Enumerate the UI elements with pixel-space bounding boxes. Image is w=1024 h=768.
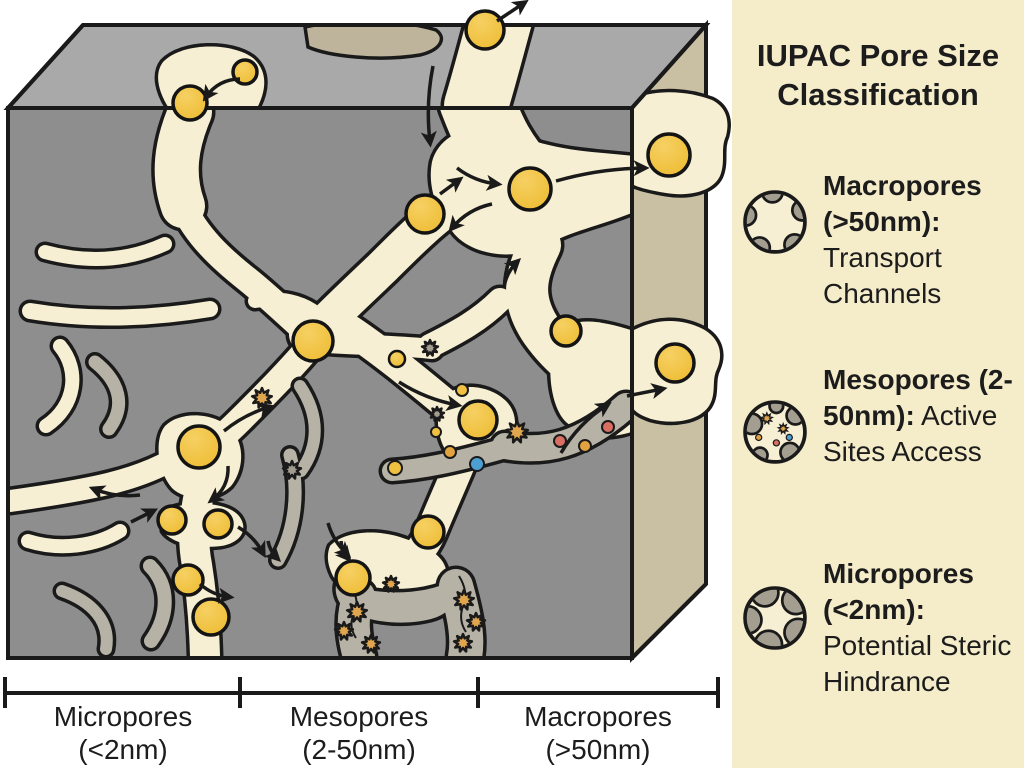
legend-entry-macropores: Macropores (>50nm): Transport Channels <box>732 168 1024 312</box>
legend-entry-micropores: Micropores (<2nm): Potential Steric Hind… <box>732 556 1024 700</box>
reactant-stars <box>250 338 530 654</box>
species-dot <box>443 445 457 459</box>
reactant-star <box>360 633 382 654</box>
diffusion-arrow <box>398 380 463 411</box>
diffusion-arrow <box>335 540 352 563</box>
legend-entry-name: Macropores <box>823 170 982 201</box>
diffusion-arrow <box>420 65 437 148</box>
legend-entry-range: (>50nm): <box>823 206 941 237</box>
diffusion-arrow <box>202 77 241 102</box>
diffusion-arrow <box>448 202 493 233</box>
axis-label-micropores: Micropores (<2nm) <box>3 700 243 766</box>
guest-molecule <box>176 424 222 470</box>
guest-molecules <box>156 9 696 637</box>
species-dot <box>578 439 592 453</box>
diffusion-arrow <box>130 508 159 524</box>
guest-molecule <box>191 597 231 637</box>
panel-title: IUPAC Pore Size Classification <box>756 38 1000 112</box>
reactant-star <box>420 338 440 357</box>
diffusion-arrow <box>207 465 230 504</box>
reactant-star <box>452 632 474 653</box>
reactant-star <box>465 611 487 632</box>
guest-molecule <box>202 508 234 540</box>
reactant-star <box>381 574 401 593</box>
guest-molecule <box>171 84 209 122</box>
macropores-icon <box>743 190 807 254</box>
reactant-star <box>504 419 530 444</box>
mesopores-icon <box>743 400 807 464</box>
legend-entry-description: Active Sites Access <box>823 400 998 467</box>
axis-label-range: (>50nm) <box>545 734 651 765</box>
axis-label-macropores: Macropores (>50nm) <box>478 700 718 766</box>
axis-label-name: Micropores <box>53 701 193 732</box>
diffusion-arrows <box>88 0 668 604</box>
legend-entry-name: Mesopores <box>823 364 971 395</box>
guest-molecule <box>457 399 499 441</box>
diffusion-arrow <box>438 176 464 196</box>
scale-bar <box>3 677 720 708</box>
legend-entry-mesopores: Mesopores (2-50nm): Active Sites Access <box>732 362 1024 470</box>
micropores-icon <box>743 586 807 650</box>
diffusion-arrow <box>559 401 612 454</box>
diffusion-arrow <box>555 160 650 183</box>
legend-entry-range: (<2nm): <box>823 594 925 625</box>
species-dot <box>553 434 567 448</box>
small-species-dots <box>387 383 615 476</box>
guest-molecule <box>654 342 696 384</box>
reactant-star <box>345 600 369 623</box>
top-face-pore-openings <box>154 25 537 108</box>
legend-entry-description: Transport Channels <box>823 242 942 309</box>
diffusion-arrow <box>455 166 503 191</box>
axis-label-mesopores: Mesopores (2-50nm) <box>239 700 479 766</box>
axis-label-range: (2-50nm) <box>302 734 416 765</box>
axis-label-name: Mesopores <box>289 701 429 732</box>
guest-molecule <box>387 349 407 369</box>
legend-entry-text: Macropores (>50nm): Transport Channels <box>823 168 1021 312</box>
legend-entry-text: Micropores (<2nm): Potential Steric Hind… <box>823 556 1021 700</box>
species-dot <box>601 420 615 434</box>
species-dot <box>387 460 403 476</box>
axis-label-name: Macropores <box>524 701 672 732</box>
diffusion-arrow <box>88 485 141 501</box>
diffusion-arrow <box>502 258 522 289</box>
guest-molecule <box>171 563 205 597</box>
guest-molecule <box>404 193 446 235</box>
guest-molecule <box>507 166 553 212</box>
guest-molecule <box>464 9 506 51</box>
diffusion-arrow <box>222 402 275 433</box>
diffusion-arrow <box>198 582 235 604</box>
axis-label-range: (<2nm) <box>78 734 168 765</box>
diffusion-arrow <box>626 383 668 399</box>
legend-entry-description: Potential Steric Hindrance <box>823 630 1012 697</box>
species-dot <box>469 456 485 472</box>
reactant-star <box>281 459 303 480</box>
guest-molecule <box>334 559 372 597</box>
guest-molecule <box>410 514 446 550</box>
legend-entry-text: Mesopores (2-50nm): Active Sites Access <box>823 362 1021 470</box>
guest-molecule <box>646 132 692 178</box>
reactant-star <box>428 405 446 422</box>
diffusion-arrow <box>496 0 529 23</box>
legend-panel: IUPAC Pore Size Classification Macropore… <box>732 0 1024 768</box>
guest-molecule <box>156 504 188 536</box>
guest-molecule <box>549 314 583 348</box>
species-dot <box>430 426 442 438</box>
guest-molecule <box>291 319 335 363</box>
species-dot <box>455 383 469 397</box>
legend-entry-name: Micropores <box>823 558 974 589</box>
legend-entry-range: (2-50nm): <box>823 364 1013 431</box>
reactant-star <box>452 588 476 611</box>
block-edges <box>6 23 708 660</box>
diffusion-arrow <box>263 540 281 562</box>
diffusion-arrow <box>237 525 266 558</box>
reactant-star <box>333 620 355 641</box>
